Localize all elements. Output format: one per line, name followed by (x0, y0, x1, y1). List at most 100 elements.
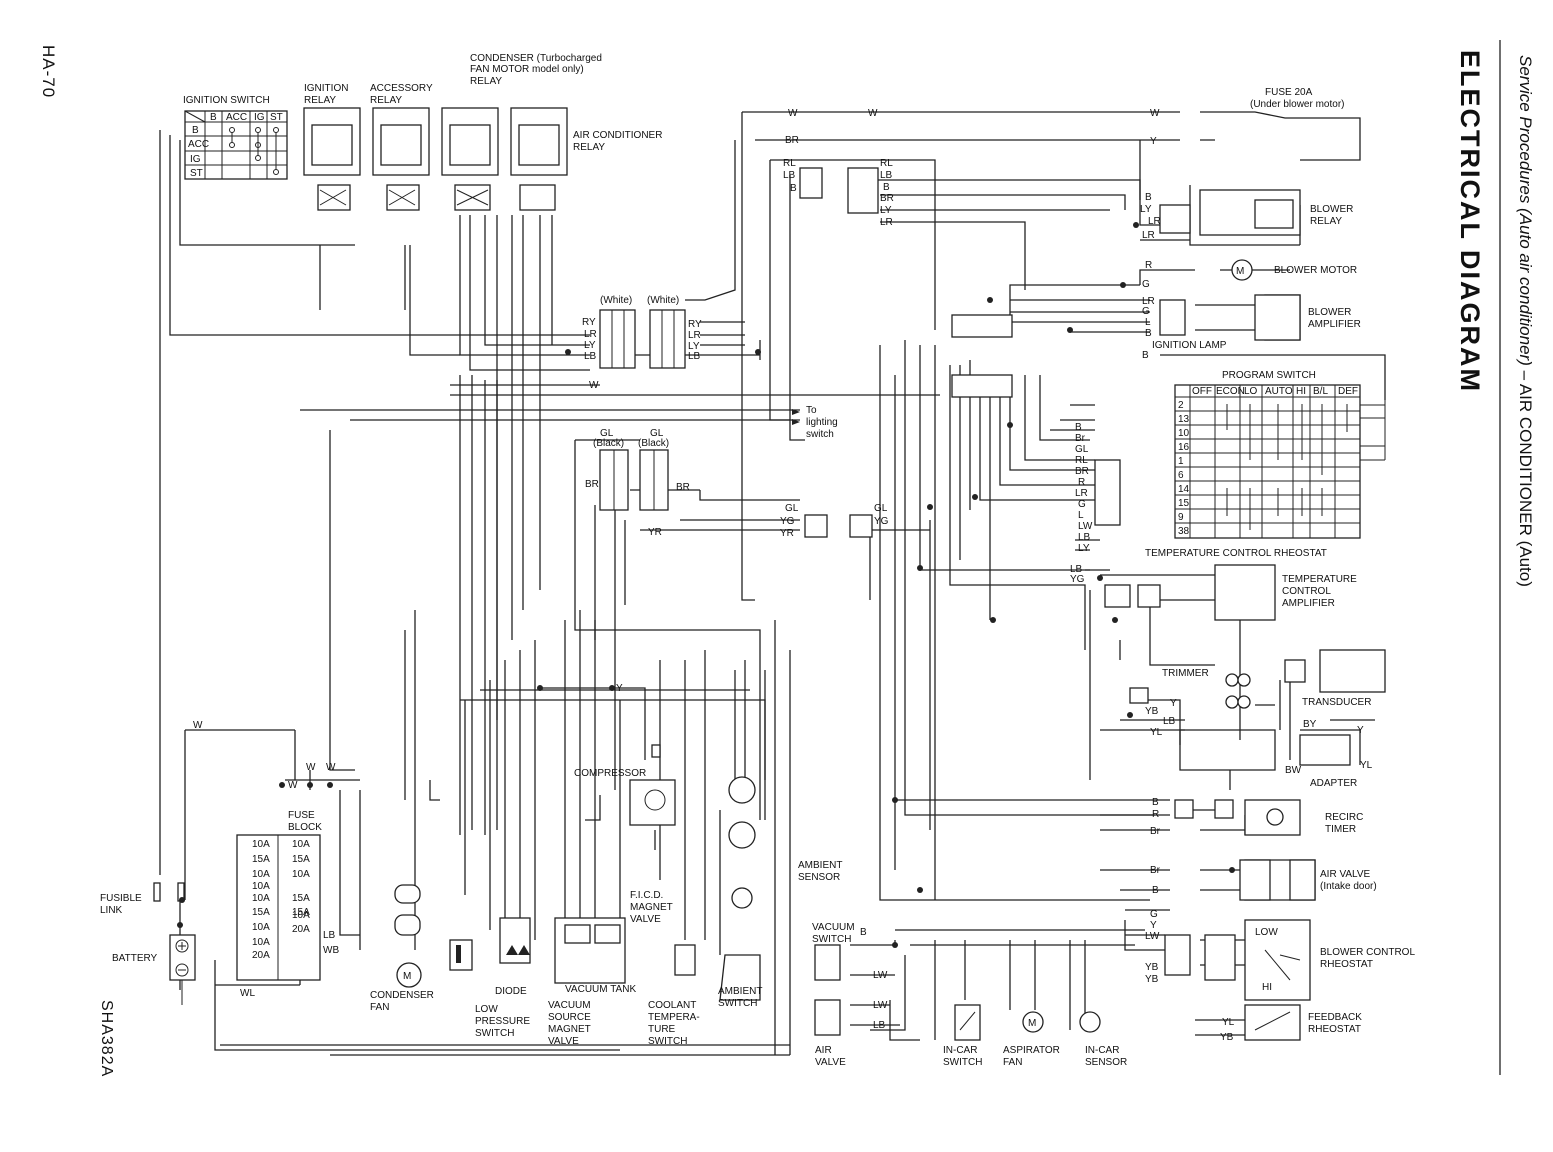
wire-batt-lb: LB (323, 930, 336, 941)
wire-white-r-ry: RY (688, 319, 702, 330)
wire-batt-w-3: W (326, 762, 336, 773)
recirc-timer-graphic (1174, 799, 1301, 836)
temp-control-amp-label-1: TEMPERATURE (1282, 574, 1357, 585)
blower-relay-label-1: BLOWER (1310, 204, 1353, 215)
ps-row-13: 13 (1178, 414, 1190, 425)
wire-right-br: BR (880, 193, 894, 204)
blower-amplifier-label-1: BLOWER (1308, 307, 1351, 318)
page-header-prefix: Service Procedures (Auto air conditioner… (1516, 55, 1535, 366)
fuse-labels: 10A 15A 10A 10A 10A 15A 10A 10A 20A 10A … (252, 839, 310, 961)
fusible-link-label-2: LINK (100, 905, 123, 916)
ps-row-1: 1 (1178, 456, 1184, 467)
vacuum-switch-label-2: SWITCH (812, 934, 851, 945)
condenser-relay-label-2: FAN MOTOR model only) (470, 64, 584, 75)
program-switch-label: PROGRAM SWITCH (1222, 370, 1316, 381)
low-pressure-label-1: LOW (475, 1004, 498, 1015)
temp-control-amp-label-2: CONTROL (1282, 586, 1331, 597)
fusible-link-label-1: FUSIBLE (100, 893, 142, 904)
wire-vac-lw: LW (873, 970, 888, 981)
accessory-relay-box (372, 107, 430, 211)
wire-amp-lb2: LB (1070, 564, 1083, 575)
coolant-switch-graphic (674, 944, 696, 976)
wire-black-br-2: BR (676, 482, 690, 493)
vacuum-switch-label-1: VACUUM (812, 922, 855, 933)
compressor-label: COMPRESSOR (574, 768, 646, 779)
page-number: HA-70 (39, 45, 58, 99)
junction-dots (177, 222, 1235, 948)
ps-row-15: 15 (1178, 498, 1190, 509)
wire-amp-g: G (1078, 499, 1086, 510)
adapter-label: ADAPTER (1310, 778, 1357, 789)
feedback-rheostat-box (1244, 1004, 1301, 1041)
wire-amb-yg-2: YG (874, 516, 889, 527)
wire-top-y: Y (1150, 136, 1157, 147)
wire-blower-r: R (1145, 260, 1152, 271)
wire-center-rl: RL (783, 158, 796, 169)
wire-white-l-lr: LR (584, 329, 597, 340)
wire-blower-l: L (1145, 317, 1151, 328)
wire-amp-rl: RL (1075, 455, 1088, 466)
svg-text:M: M (403, 971, 411, 982)
blower-amplifier-label-2: AMPLIFIER (1308, 319, 1361, 330)
wire-trim-lb: LB (1163, 716, 1176, 727)
accessory-relay-label-1: ACCESSORY (370, 83, 433, 94)
ficd-label-1: F.I.C.D. (630, 890, 663, 901)
wire-recirc-br2: Br (1150, 865, 1161, 876)
wire-blower-b: B (1145, 192, 1152, 203)
ignition-switch-label: IGNITION SWITCH (183, 95, 270, 106)
ac-relay-label-2: RELAY (573, 142, 605, 153)
transducer-box (1284, 649, 1386, 693)
ignition-relay-label-2: RELAY (304, 95, 336, 106)
wire-vac-lw2: LW (873, 1000, 888, 1011)
wire-top-w-2: W (868, 108, 878, 119)
fuse-20a-label-1: FUSE 20A (1265, 87, 1313, 98)
ignition-lamp-label: IGNITION LAMP (1152, 340, 1227, 351)
fuse-l-2: 10A (252, 869, 270, 880)
ambient-switch-label-1: AMBIENT (718, 986, 762, 997)
wire-adapter-bw: BW (1285, 765, 1302, 776)
component-labels: IGNITION SWITCH IGNITION RELAY ACCESSORY… (100, 53, 1415, 1068)
wire-top-w-3: W (1150, 108, 1160, 119)
air-valve-intake-label-1: AIR VALVE (1320, 869, 1371, 880)
temp-control-rheostat-label: TEMPERATURE CONTROL RHEOSTAT (1145, 548, 1327, 559)
wire-white-l-w: W (589, 380, 599, 391)
wire-amp-gl: GL (1075, 444, 1089, 455)
diode-graphic (499, 917, 531, 964)
in-car-switch-label-2: SWITCH (943, 1057, 982, 1068)
wire-labels: W W W BR Y RL LB B RL LB B BR LY LR RY L… (193, 108, 1373, 1043)
wire-bcr-yb2: YB (1145, 974, 1159, 985)
fuse-l-5: 15A (252, 907, 270, 918)
ps-col-hi: HI (1296, 386, 1306, 397)
fuse-l-4: 10A (252, 893, 270, 904)
wire-top-br: BR (785, 135, 799, 146)
feedback-rheostat-label-1: FEEDBACK (1308, 1012, 1362, 1023)
wire-trim-y: Y (1170, 698, 1177, 709)
ign-col-acc: ACC (226, 112, 247, 123)
ign-row-b: B (192, 125, 199, 136)
ps-col-off: OFF (1192, 386, 1212, 397)
wire-adapter-by: BY (1303, 719, 1317, 730)
wire-batt-w-1: W (193, 720, 203, 731)
black-connector-label-1: (Black) (593, 438, 624, 449)
wire-bcr-yb3: YB (1220, 1032, 1234, 1043)
wire-blower-g: G (1142, 279, 1150, 290)
compressor-graphic (629, 744, 676, 826)
recirc-timer-label-1: RECIRC (1325, 812, 1363, 823)
program-switch-labels: OFF ECON LO AUTO HI B/L DEF 2 13 10 16 1… (1178, 386, 1358, 537)
wire-adapter-yl: YL (1360, 760, 1373, 771)
ps-col-lo: LO (1244, 386, 1258, 397)
lighting-switch-label-3: switch (806, 429, 834, 440)
ps-row-16: 16 (1178, 442, 1190, 453)
air-valve-label-1: AIR (815, 1045, 832, 1056)
ficd-label-2: MAGNET (630, 902, 673, 913)
blower-motor-label: BLOWER MOTOR (1274, 265, 1357, 276)
ps-col-econ: ECON (1216, 386, 1245, 397)
ps-row-10: 10 (1178, 428, 1190, 439)
blower-amplifier-box (1159, 294, 1301, 341)
wire-recirc-r: R (1152, 809, 1159, 820)
fuse-block-label-2: BLOCK (288, 822, 322, 833)
white-connector-label-2: (White) (647, 295, 679, 306)
coolant-switch-label-2: TEMPERA- (648, 1012, 700, 1023)
wire-network (159, 111, 1386, 1056)
wire-blower-b2: B (1145, 328, 1152, 339)
